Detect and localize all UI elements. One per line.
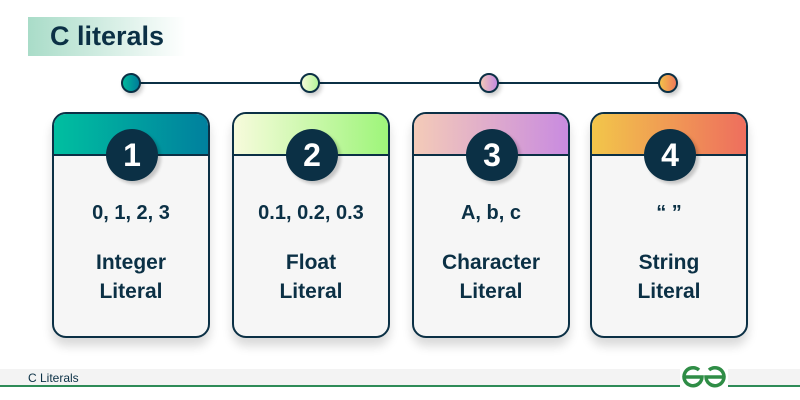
card-name-line2: Literal bbox=[279, 280, 343, 303]
footer-caption: C Literals bbox=[28, 371, 79, 385]
card-name-line1: Float bbox=[285, 251, 337, 274]
card-name-line1: Character bbox=[441, 251, 541, 274]
card-number: 2 bbox=[286, 129, 338, 181]
card-name-line2: Literal bbox=[637, 280, 701, 303]
card-example: 0, 1, 2, 3 bbox=[92, 202, 170, 224]
card-example: 0.1, 0.2, 0.3 bbox=[258, 202, 364, 224]
card-name-line1: String bbox=[638, 251, 700, 274]
card-example: A, b, c bbox=[460, 202, 521, 224]
timeline-dot-1 bbox=[121, 73, 141, 93]
timeline-dot-4 bbox=[658, 73, 678, 93]
card-name-line1: Integer bbox=[95, 251, 166, 274]
footer-bar: C Literals bbox=[0, 369, 800, 387]
card-name-line2: Literal bbox=[459, 280, 523, 303]
gfg-logo-icon bbox=[680, 362, 728, 392]
page-title: C literals bbox=[28, 17, 186, 56]
card-number: 4 bbox=[644, 129, 696, 181]
timeline-dot-2 bbox=[300, 73, 320, 93]
timeline-dot-3 bbox=[479, 73, 499, 93]
card-number: 3 bbox=[466, 129, 518, 181]
card-name-line2: Literal bbox=[99, 280, 163, 303]
card-example: “ ” bbox=[656, 202, 682, 224]
card-number: 1 bbox=[106, 129, 158, 181]
timeline-line bbox=[131, 82, 668, 84]
